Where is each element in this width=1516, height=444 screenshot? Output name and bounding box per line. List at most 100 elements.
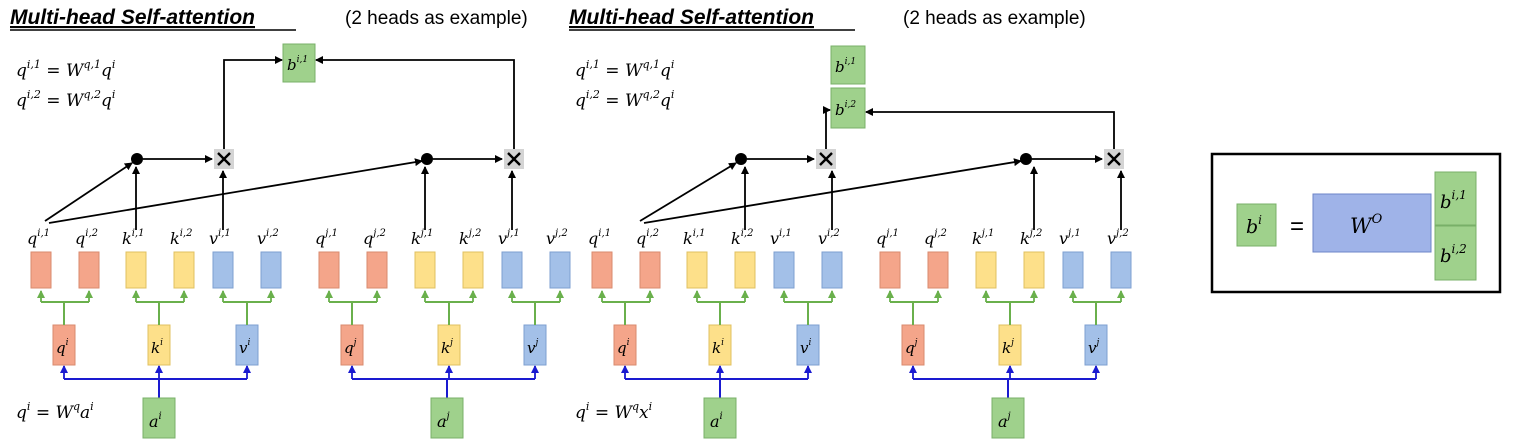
output-b1-label: bi,1: [287, 55, 308, 74]
vector-q-box: [639, 251, 661, 289]
vector-k-box: [173, 251, 195, 289]
vector-k-box: [462, 251, 484, 289]
query-to-dot1: [639, 162, 737, 222]
output-b1-label: bi,1: [835, 57, 856, 76]
vector-q-box: [927, 251, 949, 289]
vector-k-label: ki,1: [683, 228, 705, 248]
dot-product-node: [1020, 153, 1032, 165]
vector-v-box: [549, 251, 571, 289]
vector-q-box: [30, 251, 52, 289]
vector-v-box: [773, 251, 795, 289]
vector-q-label: qj,2: [363, 228, 386, 248]
input-a-label: ai: [710, 411, 723, 431]
multiply-node-glyph: [217, 152, 231, 166]
mid-q-label: qj: [344, 338, 357, 357]
mult1-to-b1: [223, 56, 283, 149]
vector-q-box: [879, 251, 901, 289]
dot-product-node: [421, 153, 433, 165]
vector-k-box: [414, 251, 436, 289]
dot-product-node: [735, 153, 747, 165]
wo-label: WO: [1350, 212, 1383, 238]
panel-2-header: Multi-head Self-attention (2 heads as ex…: [569, 6, 1086, 31]
vector-v-box: [1062, 251, 1084, 289]
panel-2-subtitle: (2 heads as example): [903, 8, 1086, 29]
mid-k-label: ki: [712, 338, 724, 357]
multiply-node: [816, 149, 836, 169]
input-a-box: [142, 397, 176, 439]
panel-1-header: Multi-head Self-attention (2 heads as ex…: [10, 6, 528, 31]
vector-q-label: qj,1: [876, 228, 899, 248]
vector-q-label: qi,1: [588, 228, 611, 248]
vector-k-box: [686, 251, 708, 289]
multiply-node-glyph: [507, 152, 521, 166]
multiply-node: [214, 149, 234, 169]
mult2-to-b2: [865, 108, 1115, 149]
vector-k-box: [975, 251, 997, 289]
equals-sign: =: [1290, 213, 1304, 240]
vector-k-label: ki,2: [731, 228, 753, 248]
vector-q-box: [366, 251, 388, 289]
input-a-box: [703, 397, 737, 439]
vector-v-box: [212, 251, 234, 289]
panel-1-subtitle: (2 heads as example): [345, 8, 528, 29]
vector-v-label: vj,2: [546, 228, 568, 248]
vector-k-label: kj,1: [411, 228, 433, 248]
vector-k-label: ki,2: [170, 228, 192, 248]
output-b1-box: [830, 45, 866, 85]
stack-bi1-label: bi,1: [1440, 188, 1467, 213]
stack-bi1-box: [1434, 171, 1477, 226]
vector-q-box: [318, 251, 340, 289]
bi-label: bi: [1246, 213, 1262, 238]
panel-2-eq-q1: qi,1 = Wq,1qi: [575, 58, 674, 81]
vector-q-label: qj,1: [315, 228, 338, 248]
panel-2-title: Multi-head Self-attention: [569, 6, 814, 29]
concat-equation-box: bi = WO bi,1 bi,2: [1210, 152, 1502, 294]
panel-2-eq-q2: qi,2 = Wq,2qi: [575, 88, 674, 111]
vector-k-label: kj,2: [459, 228, 481, 248]
input-a-box: [991, 397, 1025, 439]
mid-k-label: kj: [441, 338, 453, 357]
panel-1-eq-q2: qi,2 = Wq,2qi: [16, 88, 115, 111]
output-b1-box: [282, 43, 316, 83]
vector-q-label: qi,1: [27, 228, 50, 248]
multiply-node: [504, 149, 524, 169]
vector-k-label: kj,2: [1020, 228, 1042, 248]
vector-q-box: [78, 251, 100, 289]
vector-q-label: qj,2: [924, 228, 947, 248]
vector-v-label: vj,1: [1059, 228, 1081, 248]
vector-v-label: vj,1: [498, 228, 520, 248]
vector-v-box: [501, 251, 523, 289]
vector-k-label: ki,1: [122, 228, 144, 248]
vector-k-box: [125, 251, 147, 289]
vector-q-label: qi,2: [75, 228, 98, 248]
vector-v-label: vi,1: [209, 228, 231, 248]
input-a-label: ai: [149, 411, 162, 431]
vector-v-label: vi,1: [770, 228, 792, 248]
mid-q-label: qi: [617, 338, 630, 357]
query-to-dot1: [44, 162, 133, 222]
vector-q-box: [591, 251, 613, 289]
vector-q-label: qi,2: [636, 228, 659, 248]
multiply-node: [1104, 149, 1124, 169]
mid-k-label: ki: [151, 338, 163, 357]
mult2-to-b1: [315, 56, 515, 149]
mid-q-label: qi: [56, 338, 69, 357]
output-b2-label: bi,2: [835, 100, 856, 119]
vector-v-label: vj,2: [1107, 228, 1129, 248]
panel-1-eq-qi: qi = Wqai: [16, 400, 94, 423]
input-a-box: [430, 397, 464, 439]
panel-1-equations: qi,1 = Wq,1qi qi,2 = Wq,2qi qi = Wqai: [16, 58, 115, 423]
multiply-node-glyph: [819, 152, 833, 166]
panel-2-eq-qi: qi = Wqxi: [575, 400, 652, 423]
vector-k-label: kj,1: [972, 228, 994, 248]
query-to-dot2: [48, 158, 423, 224]
mult1-to-b2: [823, 106, 831, 149]
mid-v-label: vj: [1088, 338, 1099, 357]
vector-k-box: [1023, 251, 1045, 289]
input-a-label: aj: [998, 411, 1011, 431]
input-a-label: aj: [437, 411, 450, 431]
stack-bi2-box: [1434, 225, 1477, 281]
mid-v-label: vi: [800, 338, 811, 357]
